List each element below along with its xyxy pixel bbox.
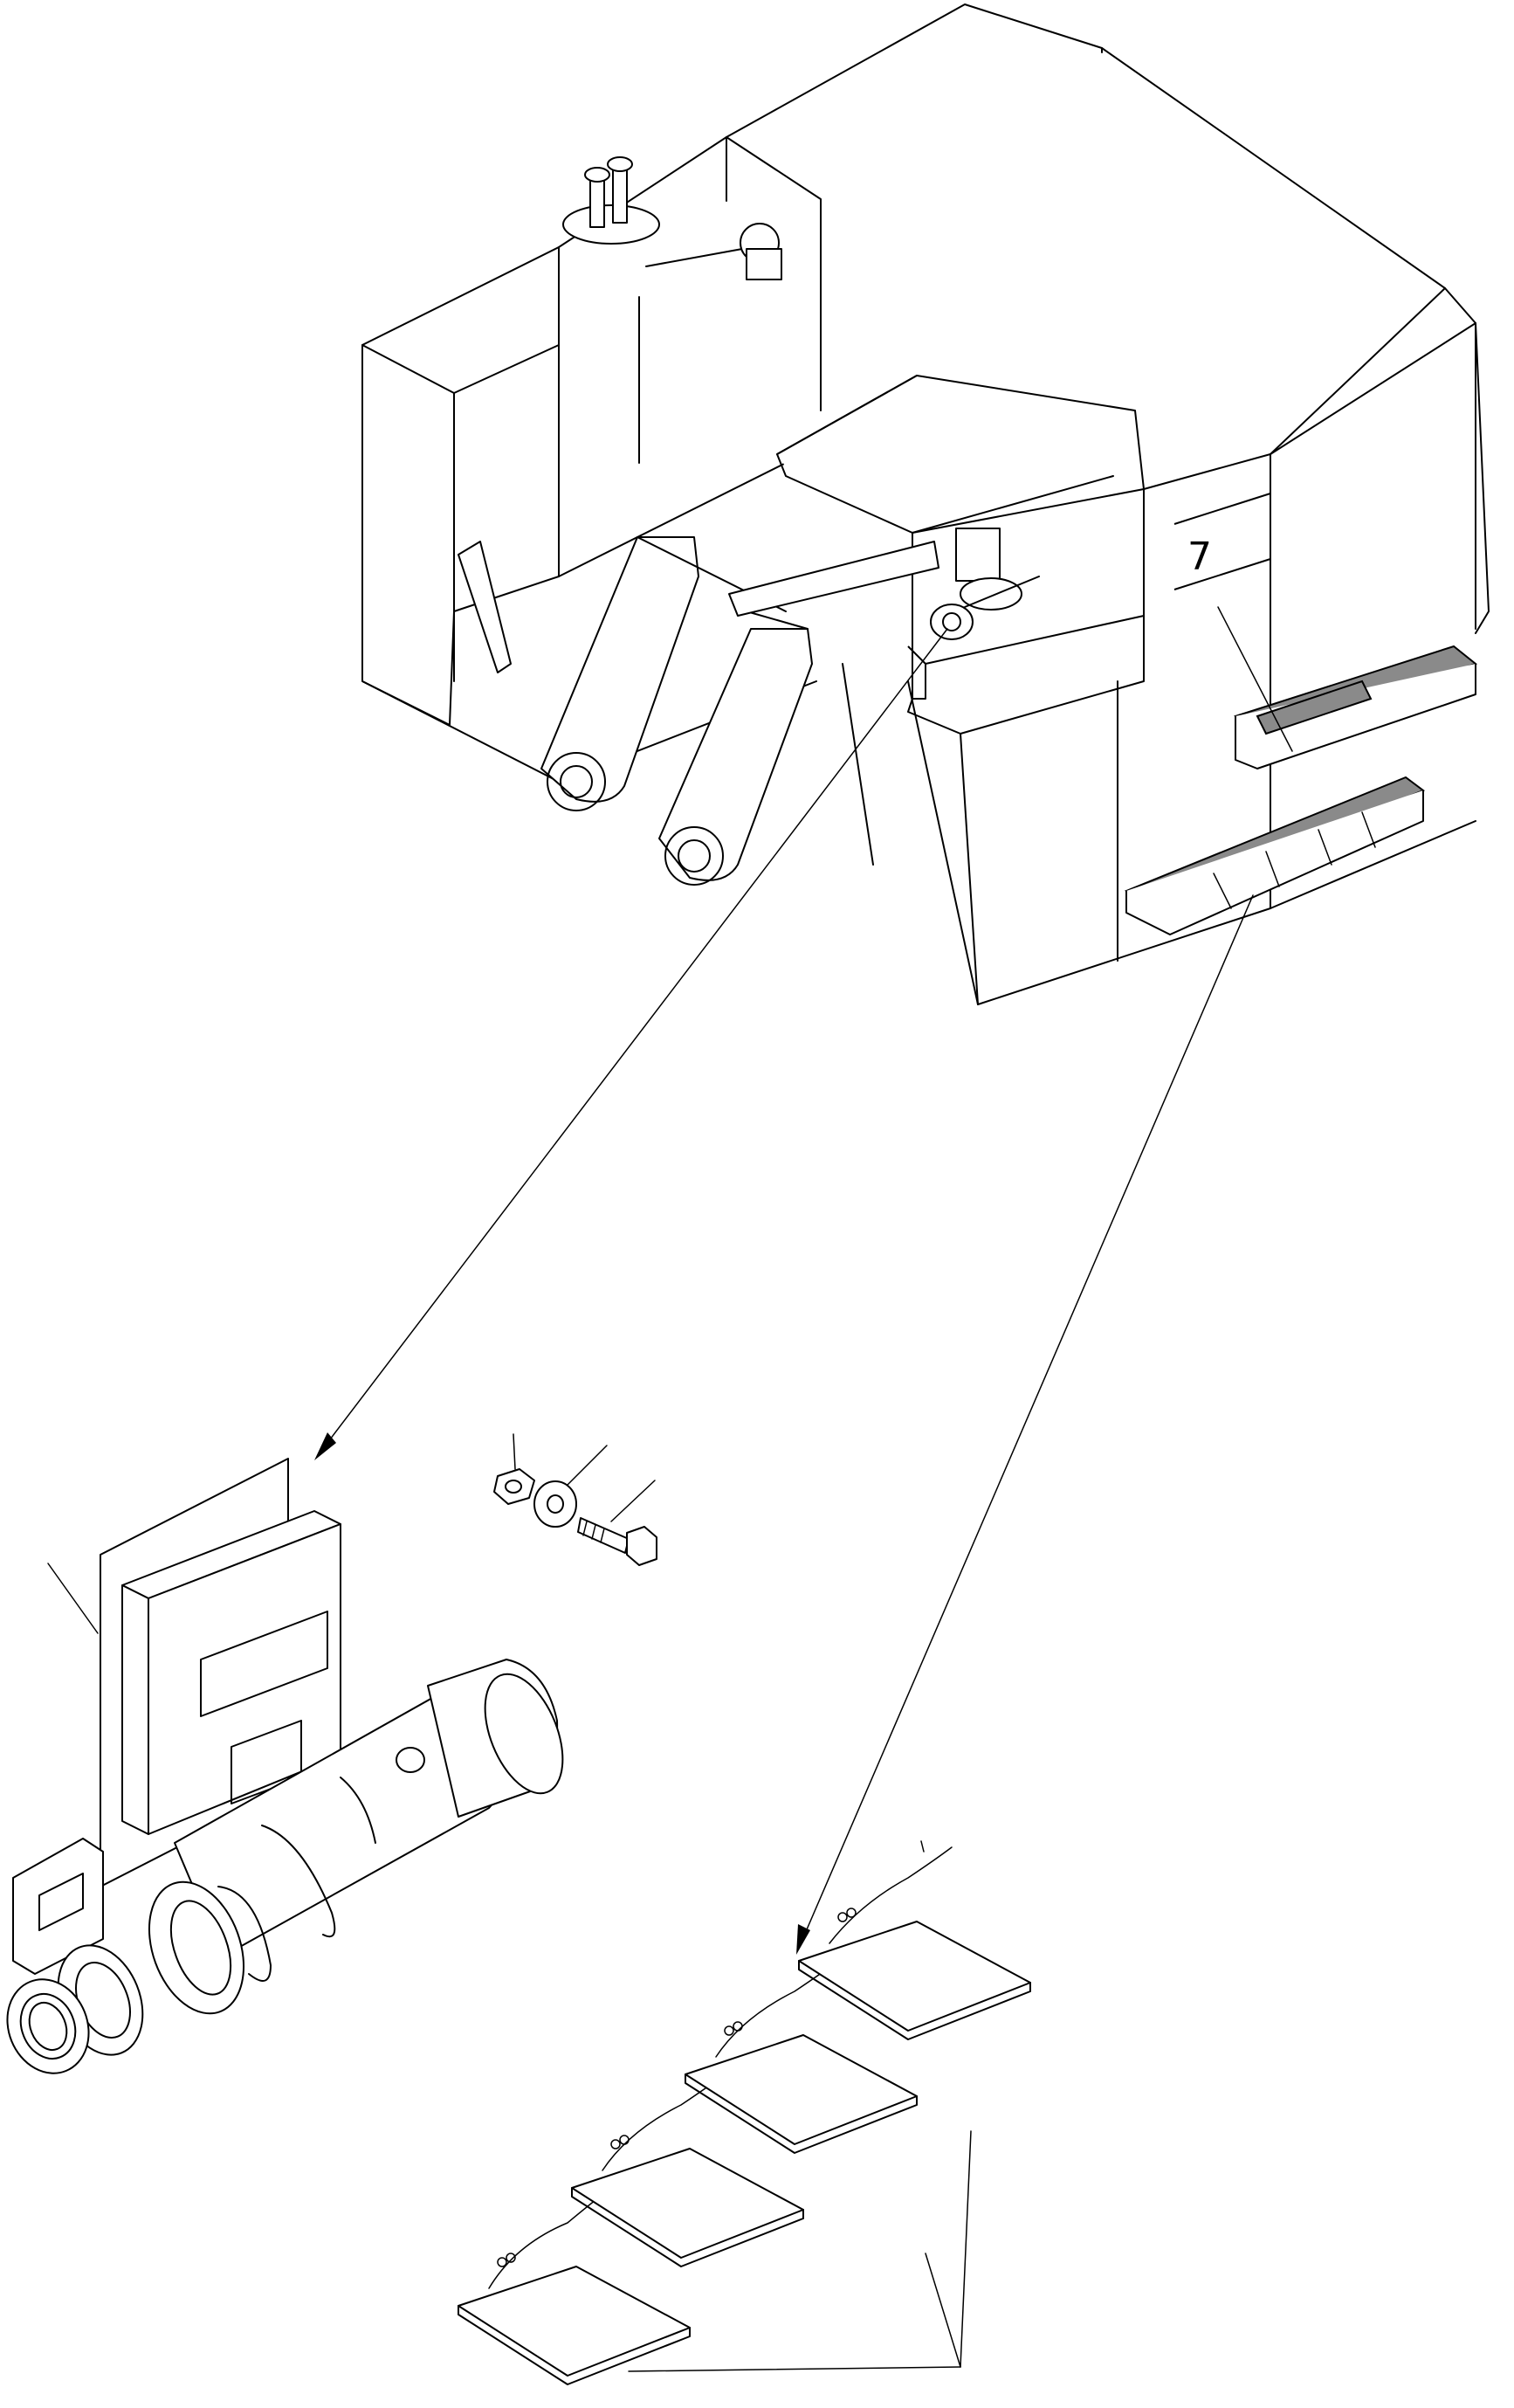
- electronic-controller-icon: [6, 1458, 564, 2074]
- hex-bolt-icon: [577, 1480, 657, 1566]
- reference-mark: 7: [1187, 535, 1212, 579]
- filter-plate-icon: [458, 1840, 1031, 2385]
- hex-nut-icon: [493, 1433, 535, 1505]
- leader-lines: [314, 606, 1293, 1955]
- washer-icon: [533, 1445, 608, 1528]
- machine-body-icon: [361, 3, 1490, 1005]
